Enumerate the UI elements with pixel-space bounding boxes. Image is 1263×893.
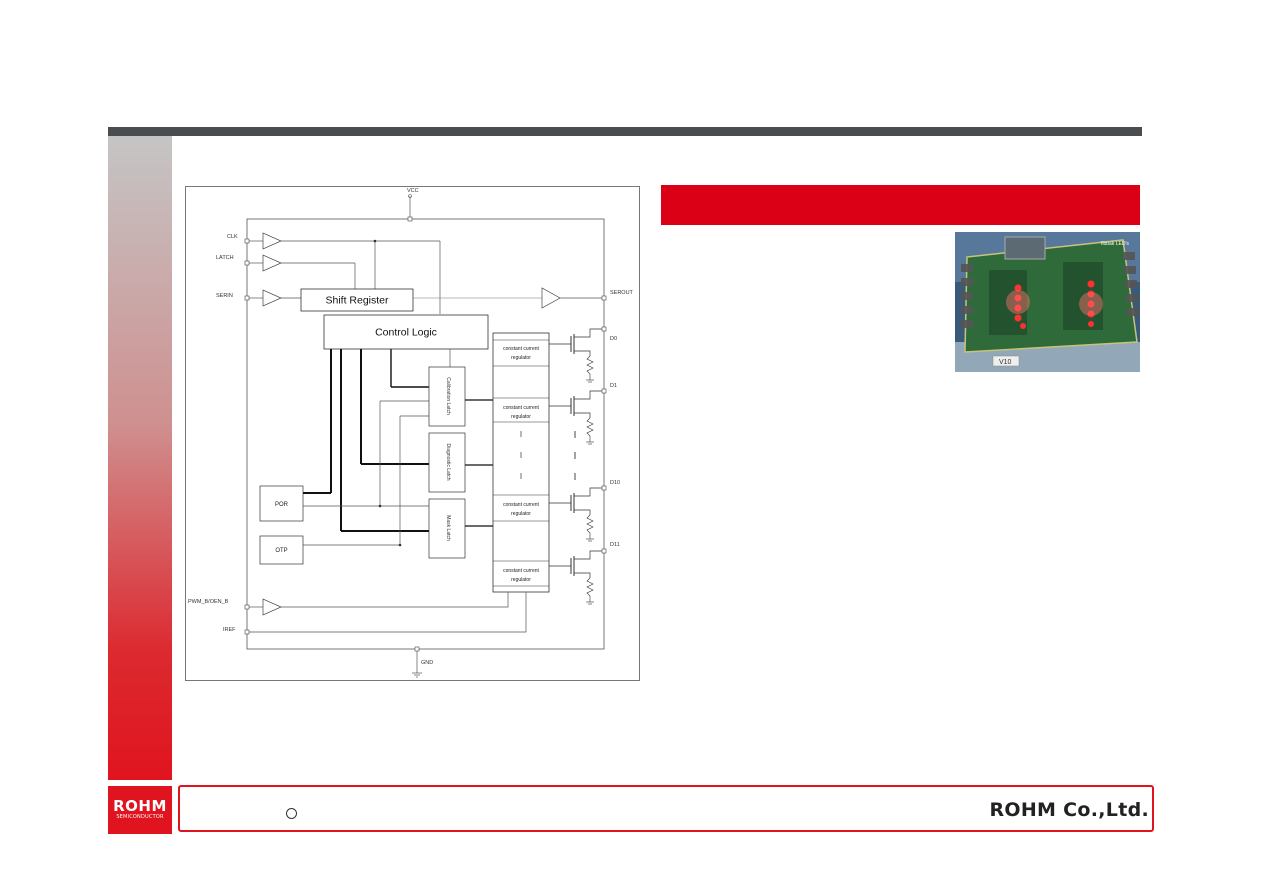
pin-d10: D10 xyxy=(610,480,620,486)
diagnostic-latch-label: Diagnostic Latch xyxy=(445,444,451,481)
block-diagram: VCC CLK LATCH SERIN Shift Register SEROU… xyxy=(185,186,640,681)
regulator-label-line2: regulator xyxy=(511,511,531,517)
top-divider-bar xyxy=(108,127,1142,136)
mask-latch-label: Mask Latch xyxy=(445,515,451,541)
logo-text: ROHM xyxy=(113,797,167,815)
output-stage-d10 xyxy=(549,485,607,542)
pin-serout: SEROUT xyxy=(610,290,634,296)
output-stage-d0 xyxy=(549,326,607,383)
pin-d11: D11 xyxy=(610,542,620,548)
output-stage-d11 xyxy=(549,548,607,605)
pin-d1: D1 xyxy=(610,383,617,389)
otp-label: OTP xyxy=(275,548,287,554)
pin-vcc: VCC xyxy=(407,188,419,194)
pin-pwm: PWM_B/OEN_B xyxy=(188,599,229,605)
board-tag: V10 xyxy=(999,359,1012,366)
pin-clk: CLK xyxy=(227,234,238,240)
calibration-latch-label: Calibration Latch xyxy=(445,377,451,415)
copyright-circle-icon xyxy=(286,808,297,819)
regulator-label-line2: regulator xyxy=(511,414,531,420)
evaluation-board-photo: Ilbbak LED's V10 xyxy=(955,232,1140,372)
regulator-label-line1: constant current xyxy=(503,502,539,508)
company-name: ROHM Co.,Ltd. xyxy=(989,799,1149,821)
pin-iref: IREF xyxy=(223,627,236,633)
output-stage-d1 xyxy=(549,388,607,445)
rohm-logo: ROHM SEMICONDUCTOR xyxy=(108,786,172,834)
logo-subtext: SEMICONDUCTOR xyxy=(116,814,164,820)
control-logic-label: Control Logic xyxy=(375,327,437,339)
footer-frame xyxy=(178,785,1154,832)
regulator-label-line1: constant current xyxy=(503,405,539,411)
regulator-label-line2: regulator xyxy=(511,577,531,583)
pin-gnd: GND xyxy=(421,660,433,666)
por-label: POR xyxy=(275,502,289,508)
pin-serin: SERIN xyxy=(216,293,233,299)
pin-latch: LATCH xyxy=(216,255,234,261)
pin-d0: D0 xyxy=(610,336,617,342)
regulator-label-line1: constant current xyxy=(503,568,539,574)
regulator-label-line2: regulator xyxy=(511,355,531,361)
side-gradient-bar xyxy=(108,136,172,780)
section-header-bar xyxy=(661,185,1140,225)
shift-register-label: Shift Register xyxy=(325,295,389,307)
regulator-label-line1: constant current xyxy=(503,346,539,352)
board-label: Ilbbak LED's xyxy=(1101,241,1129,247)
